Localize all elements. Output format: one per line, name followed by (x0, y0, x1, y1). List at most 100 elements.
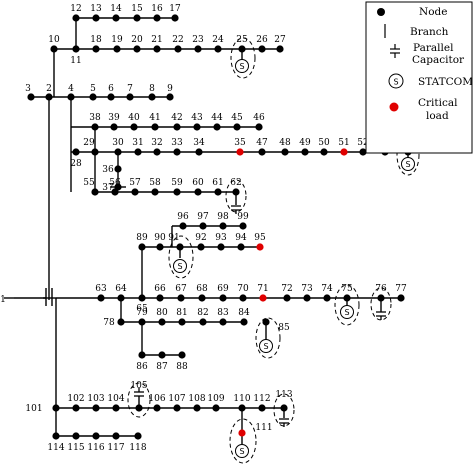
node-29 (91, 148, 99, 156)
capacitor-highlight-62 (225, 179, 247, 213)
node-44 (213, 123, 221, 131)
node-64 (117, 294, 125, 302)
node-111 (238, 429, 246, 437)
legend-capacitor-label-1: Parallel (413, 42, 454, 54)
node-label-15: 15 (131, 4, 143, 14)
node-label-107: 107 (168, 394, 185, 404)
legend-branch-label: Branch (410, 26, 449, 38)
statcom-icon-91 (173, 259, 187, 273)
node-label-50: 50 (318, 138, 330, 148)
node-label-109: 109 (207, 394, 224, 404)
node-label-20: 20 (131, 35, 143, 45)
legend-capacitor-icon (390, 44, 400, 58)
node-81 (178, 318, 186, 326)
legend-critical-label-2: load (426, 110, 449, 122)
node-59 (173, 188, 181, 196)
node-label-61: 61 (212, 178, 223, 188)
node-label-22: 22 (172, 35, 183, 45)
node-label-42: 42 (171, 113, 182, 123)
node-label-113: 113 (275, 390, 292, 400)
node-67 (177, 294, 185, 302)
capacitor-highlight-76 (370, 287, 392, 321)
node-108 (193, 404, 201, 412)
statcom-icon-85 (259, 339, 273, 353)
node-label-85: 85 (278, 323, 290, 333)
node-78 (117, 318, 125, 326)
node-label-35: 35 (234, 138, 246, 148)
node-79 (138, 318, 146, 326)
legend-capacitor-label-2: Capacitor (412, 54, 465, 66)
node-97 (199, 222, 207, 230)
node-109 (212, 404, 220, 412)
node-label-77: 77 (395, 284, 407, 294)
node-label-111: 111 (255, 423, 272, 433)
legend-node-label: Node (419, 6, 447, 18)
statcom-symbol-75: S (344, 308, 349, 317)
node-label-87: 87 (156, 362, 168, 372)
node-20 (133, 45, 141, 53)
node-label-114: 114 (47, 443, 64, 453)
node-2 (45, 93, 53, 101)
node-label-98: 98 (217, 212, 229, 222)
legend-critical-label-1: Critical (418, 97, 458, 109)
node-86 (138, 351, 146, 359)
node-39 (110, 123, 118, 131)
node-14 (112, 14, 120, 22)
node-label-33: 33 (171, 138, 183, 148)
node-label-118: 118 (129, 443, 146, 453)
node-77 (397, 294, 405, 302)
node-70 (239, 294, 247, 302)
capacitor-icon-76 (376, 311, 386, 320)
node-label-81: 81 (176, 308, 187, 318)
node-47 (258, 148, 266, 156)
node-label-48: 48 (279, 138, 291, 148)
node-22 (174, 45, 182, 53)
node-label-71: 71 (257, 284, 268, 294)
statcom-highlight-91 (168, 235, 194, 279)
node-116 (92, 432, 100, 440)
node-17 (171, 14, 179, 22)
statcom-icon-75 (340, 305, 354, 319)
node-label-103: 103 (87, 394, 104, 404)
node-31 (134, 148, 142, 156)
node-52 (359, 148, 367, 156)
node-115 (72, 432, 80, 440)
node-24 (214, 45, 222, 53)
node-55 (91, 188, 99, 196)
node-label-99: 99 (237, 212, 249, 222)
legend-critical-marker (389, 102, 399, 112)
legend-statcom-icon: S (388, 73, 404, 89)
node-label-84: 84 (238, 308, 250, 318)
node-4 (67, 93, 75, 101)
node-49 (301, 148, 309, 156)
node-label-69: 69 (217, 284, 229, 294)
node-58 (151, 188, 159, 196)
node-label-4: 4 (68, 84, 74, 94)
node-26 (258, 45, 266, 53)
node-label-26: 26 (256, 35, 268, 45)
node-113 (280, 404, 288, 412)
node-43 (193, 123, 201, 131)
node-57 (131, 188, 139, 196)
node-label-55: 55 (83, 178, 95, 188)
node-30 (114, 148, 122, 156)
node-68 (198, 294, 206, 302)
node-27 (276, 45, 284, 53)
statcom-highlight-25 (230, 37, 256, 79)
node-3 (27, 93, 35, 101)
node-label-45: 45 (231, 113, 243, 123)
node-label-25: 25 (236, 35, 248, 45)
node-label-66: 66 (154, 284, 166, 294)
node-48 (281, 148, 289, 156)
statcom-icon-25 (235, 59, 249, 73)
node-6 (107, 93, 115, 101)
node-label-65: 65 (136, 304, 148, 314)
node-112 (258, 404, 266, 412)
node-label-37: 37 (102, 183, 114, 193)
node-label-74: 74 (321, 284, 333, 294)
node-label-97: 97 (197, 212, 209, 222)
node-label-13: 13 (90, 4, 102, 14)
node-label-44: 44 (211, 113, 223, 123)
node-87 (158, 351, 166, 359)
